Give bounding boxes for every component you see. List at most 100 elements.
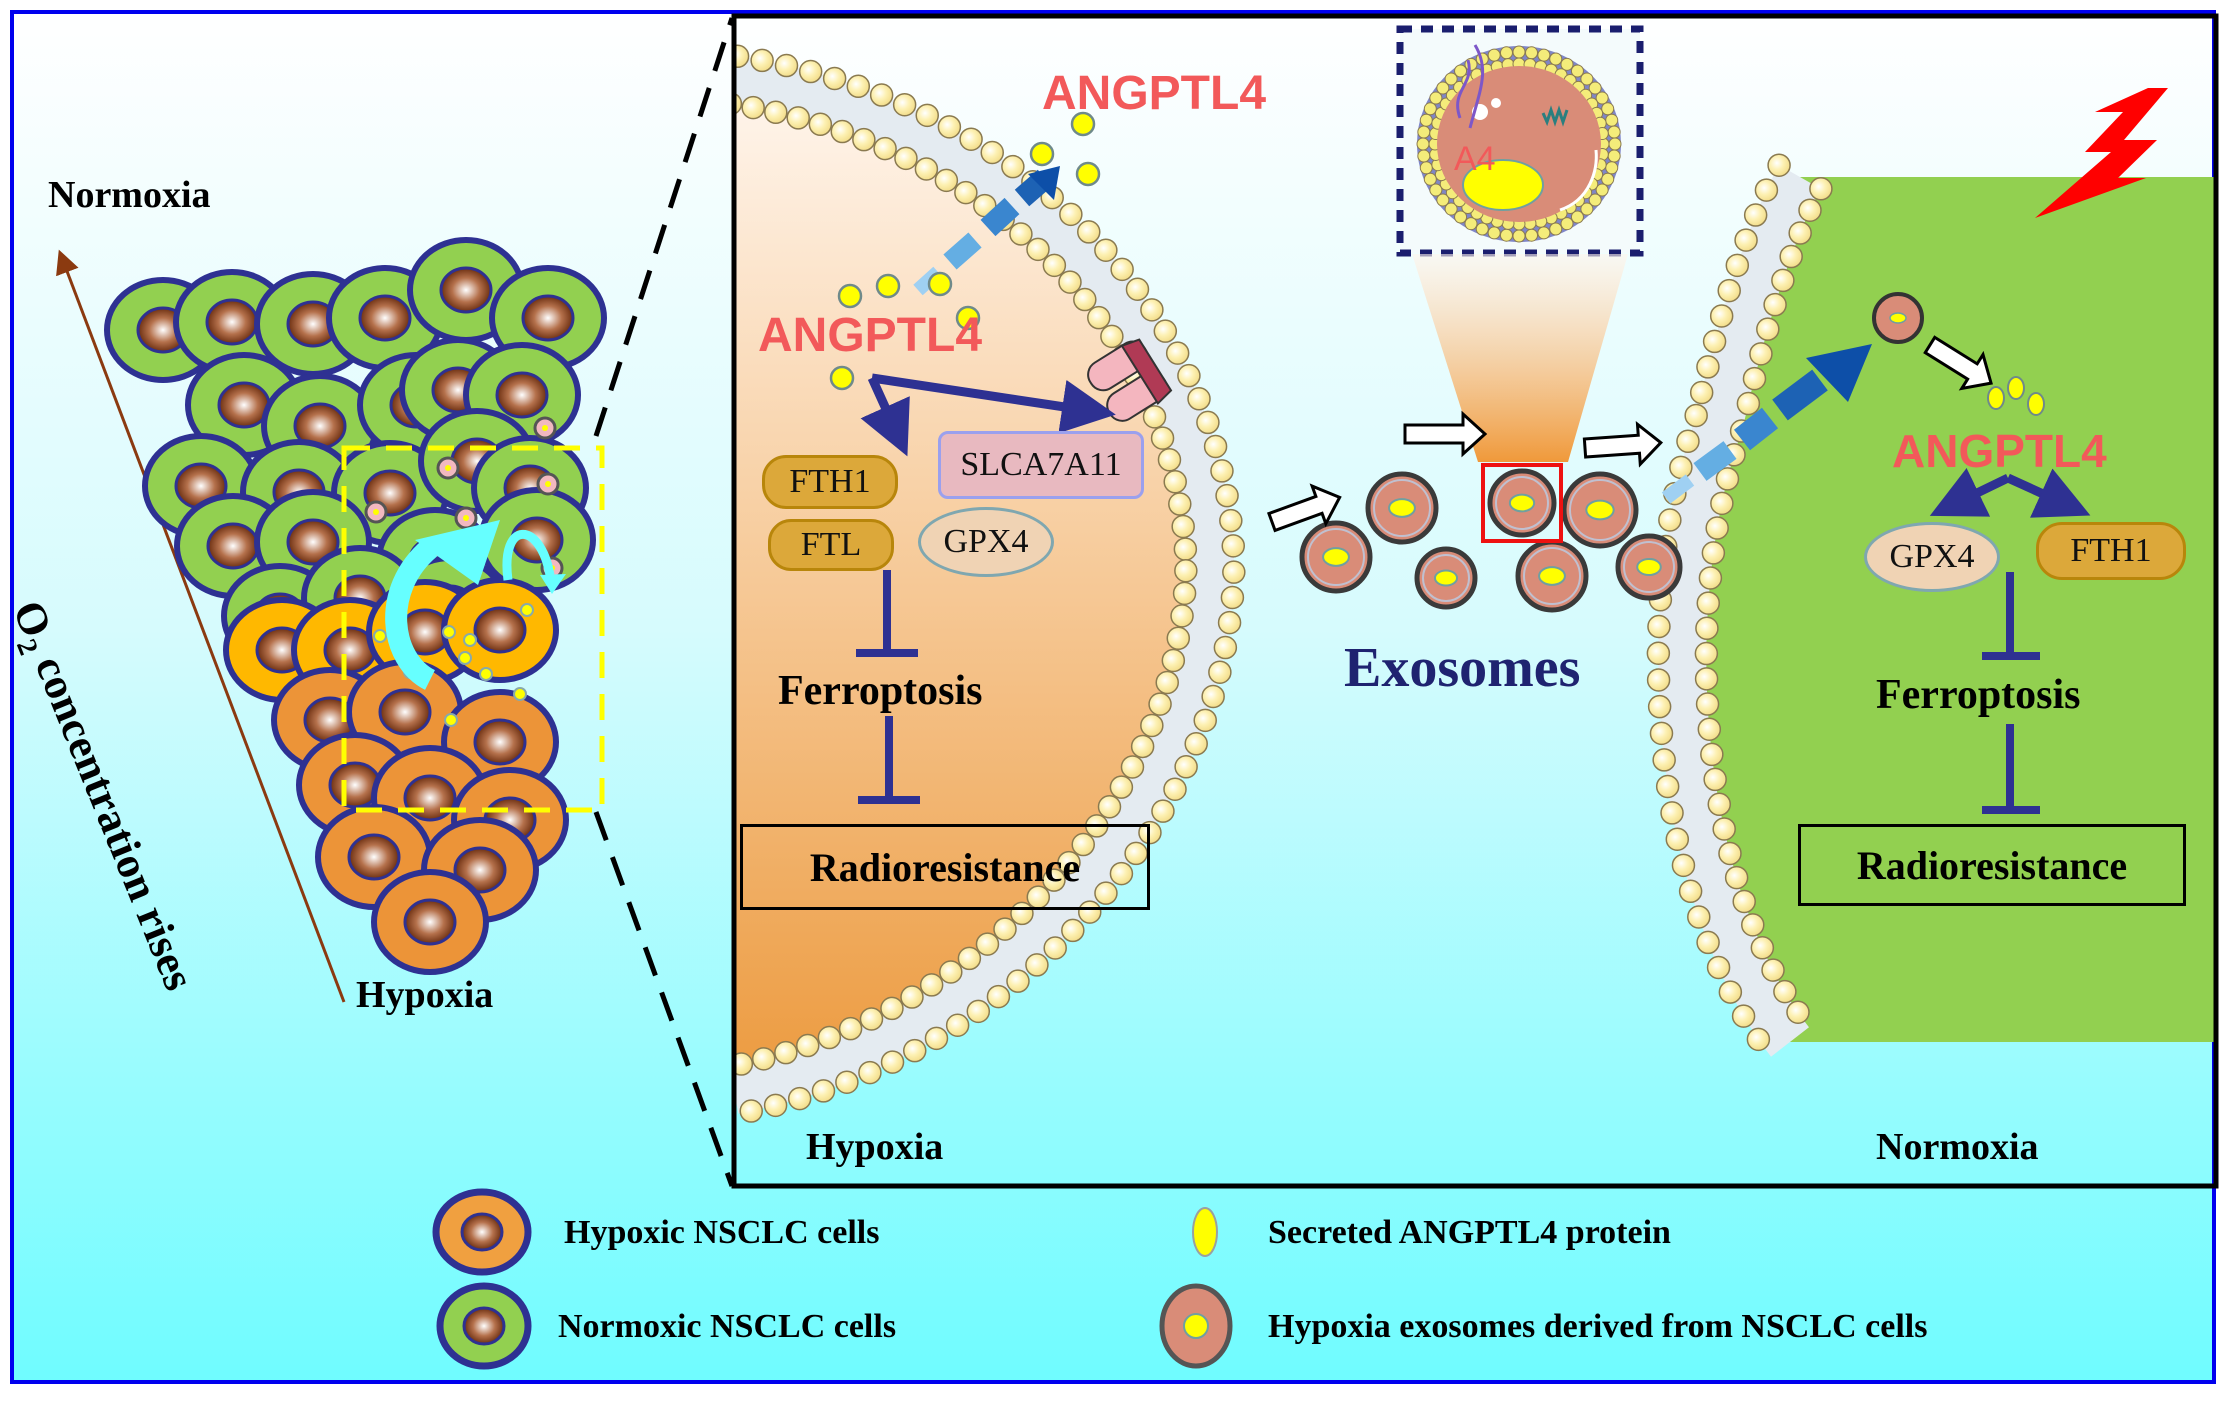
lipid-bead (1607, 125, 1621, 139)
lipid-bead (846, 74, 871, 99)
lipid-bead (763, 1093, 788, 1118)
lipid-bead (894, 146, 918, 171)
lipid-bead (1525, 228, 1539, 242)
lipid-bead (1061, 918, 1085, 943)
lipid-bead (1763, 292, 1787, 317)
lipid-bead (1120, 755, 1145, 779)
lipid-bead (830, 119, 855, 144)
angptl4-dot (520, 603, 534, 617)
inhibition-arrows-normoxic (1982, 572, 2040, 814)
lipid-bead (1222, 560, 1246, 584)
lipid-bead (993, 917, 1017, 941)
lipid-bead (1732, 889, 1756, 914)
lipid-bead (1809, 177, 1833, 201)
lipid-bead (1717, 278, 1741, 303)
lipid-bead (774, 1040, 798, 1065)
angptl4-dot (955, 305, 981, 331)
highlighted-exosome-box (1481, 463, 1563, 543)
lipid-bead (957, 946, 982, 971)
lipid-bead (1696, 591, 1721, 615)
legend-label-protein: Secreted ANGPTL4 protein (1268, 1214, 1671, 1251)
lipid-bead (1100, 324, 1124, 349)
magnify-cone (1412, 254, 1628, 462)
fth1-node-normoxic: FTH1 (2036, 522, 2186, 580)
lipid-bead (959, 127, 983, 151)
legend-label-hypoxic: Hypoxic NSCLC cells (564, 1214, 880, 1251)
lipid-bead (902, 1038, 927, 1063)
lipid-bead (1660, 801, 1684, 825)
lipid-bead (798, 59, 823, 84)
lipid-bead (1588, 81, 1602, 95)
lipid-bead (1087, 305, 1111, 330)
lipid-bead (1073, 287, 1097, 312)
lipid-bead (1163, 470, 1187, 494)
lipid-bead (1703, 767, 1727, 792)
internalized-exosome (1872, 292, 1924, 344)
exosome (1365, 471, 1439, 545)
lipid-bead (934, 168, 959, 193)
lipid-bead (1767, 153, 1791, 177)
lipid-bead (822, 66, 847, 91)
lipid-bead (1701, 541, 1726, 565)
lipid-bead (914, 157, 939, 181)
angptl4-dot (2007, 376, 2025, 400)
lipid-bead (1026, 237, 1050, 262)
lipid-bead (1718, 980, 1743, 1004)
lipid-bead (873, 136, 897, 161)
white-arrow (1403, 410, 1488, 458)
cargo-ellipse (1462, 159, 1544, 211)
small-exosome (536, 472, 560, 496)
angptl4-dot (2027, 392, 2045, 416)
lipid-bead (1771, 268, 1795, 293)
lipid-bead (1694, 641, 1719, 666)
lipid-bead (1700, 742, 1724, 767)
lipid-bead (1678, 879, 1703, 904)
normoxic-membrane-lipids (1646, 153, 1833, 1052)
inset-cargo-label: A4 (1454, 140, 1496, 178)
lipid-bead (1058, 270, 1082, 294)
lipid-bead (1525, 46, 1539, 60)
angptl4-dot (442, 625, 456, 639)
panel-normoxia-label: Normoxia (1876, 1126, 2039, 1168)
lipid-bead (1059, 202, 1083, 227)
lipid-bead (1165, 341, 1190, 365)
lipid-bead (1429, 183, 1443, 197)
lipid-bead (1696, 930, 1720, 955)
radioresistance-box-hypoxic: Radioresistance (740, 824, 1150, 910)
lipid-bead (880, 996, 904, 1021)
lipid-bead (786, 106, 810, 130)
lipid-bead (1151, 799, 1175, 823)
lipid-bead (1588, 193, 1602, 207)
lipid-bead (1077, 220, 1101, 244)
legend-exosome-icon (1159, 1283, 1233, 1369)
lipid-bead (1512, 229, 1526, 243)
angptl4-dot (927, 271, 953, 297)
lipid-bead (1655, 774, 1680, 799)
lipid-bead (787, 1086, 812, 1111)
lipid-bead (739, 1099, 763, 1123)
lipid-bead (1454, 210, 1468, 224)
lipid-bead (1646, 668, 1671, 692)
lipid-bead (1043, 936, 1067, 960)
lipid-bead (1171, 514, 1195, 539)
lipid-bead (1743, 203, 1768, 227)
lipid-bead (1697, 717, 1722, 741)
lipid-bead (795, 1033, 820, 1058)
lipid-bead (1125, 277, 1150, 301)
lipid-bead (1689, 380, 1714, 405)
lipid-bead (1155, 670, 1179, 695)
lipid-bead (1595, 183, 1609, 197)
exosome-transfer-arrowhead (415, 520, 500, 585)
angptl4-dot (829, 365, 855, 391)
fth1-node: FTH1 (762, 455, 898, 509)
white-arrow (1266, 483, 1342, 533)
angptl4-dot (373, 629, 387, 643)
lipid-bead (1750, 936, 1775, 960)
lipid-bead (1647, 694, 1672, 719)
lipid-bead (980, 140, 1004, 165)
lipid-bead (1172, 581, 1197, 606)
ftl-node: FTL (768, 519, 894, 571)
receptor-icon (1456, 44, 1485, 129)
lipid-bead (1580, 202, 1594, 216)
lipid-bead (1549, 52, 1563, 66)
